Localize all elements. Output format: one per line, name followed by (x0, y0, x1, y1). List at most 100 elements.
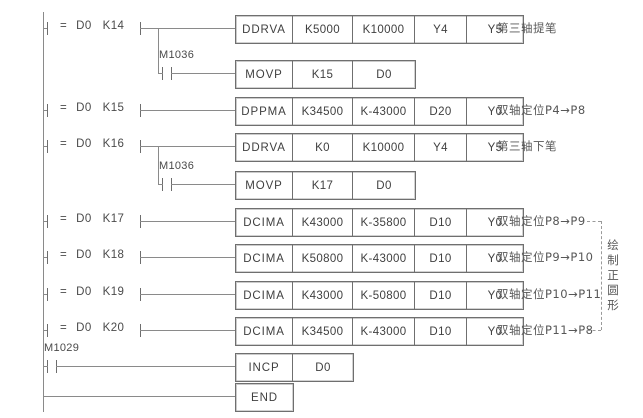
branch-drop-1 (158, 146, 159, 184)
condition-device: D0 (76, 102, 92, 114)
rung-wire-rung-k18 (140, 257, 235, 258)
instruction-operand: K15 (293, 61, 353, 88)
annotation-rung-k20: 双轴定位P11→P8 (497, 323, 594, 337)
instruction-operand: Y0 (487, 216, 503, 229)
condition-constant: K16 (102, 138, 125, 150)
condition-open-tick-rung-k14 (47, 22, 48, 35)
contact-label-rung-k14-branch: M1036 (159, 49, 195, 61)
condition-lead-rung-k18 (43, 257, 47, 258)
condition-lead-rung-k16 (43, 146, 47, 147)
branch-drop-0 (158, 28, 159, 73)
condition-open-tick-rung-k20 (47, 324, 48, 337)
instruction-operand: K-43000 (353, 245, 415, 272)
instruction-operand: K43000 (293, 209, 353, 236)
instruction-opcode: DCIMA (236, 245, 293, 272)
condition-expression-rung-k16: = D0 K16 (60, 138, 124, 150)
instruction-operand: K10000 (353, 134, 415, 161)
instruction-opcode: DDRVA (236, 16, 293, 43)
rung-wire-rung-end (43, 396, 235, 397)
condition-lead-rung-k20 (43, 330, 47, 331)
annotation-rung-k16: 第三轴下笔 (497, 139, 557, 153)
instruction-operand: D0 (376, 179, 392, 192)
condition-constant: K20 (102, 322, 125, 334)
condition-open-tick-rung-k16 (47, 140, 48, 153)
branch-top-tap-1 (158, 146, 159, 147)
condition-lead-rung-k14 (43, 28, 47, 29)
instruction-operand: D0 (376, 68, 392, 81)
instruction-operand: Y5 (487, 23, 503, 36)
instruction-opcode: DCIMA (236, 318, 293, 345)
rung-wire-rung-k17 (140, 221, 235, 222)
instruction-box-rung-end[interactable]: END (235, 383, 294, 412)
instruction-opcode: DDRVA (236, 134, 293, 161)
left-power-rail (43, 12, 44, 412)
condition-operator: = (60, 20, 68, 32)
instruction-operand: K50800 (293, 245, 353, 272)
condition-expression-rung-k20: = D0 K20 (60, 322, 124, 334)
condition-device: D0 (76, 138, 92, 150)
instruction-operand: K10000 (353, 16, 415, 43)
instruction-operand: D10 (415, 209, 467, 236)
condition-device: D0 (76, 286, 92, 298)
condition-lead-rung-k17 (43, 221, 47, 222)
condition-device: D0 (76, 20, 92, 32)
instruction-operand: D10 (415, 282, 467, 309)
condition-operator: = (60, 102, 68, 114)
condition-open-tick-rung-k17 (47, 215, 48, 228)
condition-operator: = (60, 138, 68, 150)
instruction-operand: K0 (293, 134, 353, 161)
group-bracket-top (587, 221, 601, 222)
annotation-rung-k19: 双轴定位P10→P11 (497, 287, 602, 301)
condition-device: D0 (76, 322, 92, 334)
annotation-rung-k14: 第三轴提笔 (497, 21, 557, 35)
condition-lead-rung-k19 (43, 294, 47, 295)
instruction-operand: Y0 (487, 325, 503, 338)
condition-expression-rung-k14: = D0 K14 (60, 20, 124, 32)
contact-lead-in-rung-k14-branch (158, 73, 163, 74)
instruction-operand: K-50800 (353, 282, 415, 309)
condition-open-tick-rung-k15 (47, 104, 48, 117)
condition-operator: = (60, 322, 68, 334)
contact-label-rung-k16-branch: M1036 (159, 160, 195, 172)
instruction-opcode: DCIMA (236, 282, 293, 309)
rung-wire-rung-k16 (140, 146, 235, 147)
instruction-operand: K-35800 (353, 209, 415, 236)
annotation-rung-k17: 双轴定位P8→P9 (497, 214, 586, 228)
instruction-operand: K5000 (293, 16, 353, 43)
instruction-operand: K-43000 (353, 318, 415, 345)
rung-wire-rung-k15 (140, 110, 235, 111)
condition-constant: K19 (102, 286, 125, 298)
instruction-operand: Y0 (487, 252, 503, 265)
condition-constant: K18 (102, 249, 125, 261)
condition-open-tick-rung-k19 (47, 288, 48, 301)
instruction-operand: Y0 (487, 105, 503, 118)
rung-wire-rung-k14 (140, 28, 235, 29)
condition-constant: K14 (102, 20, 125, 32)
instruction-opcode: DCIMA (236, 209, 293, 236)
instruction-operand: Y0 (487, 289, 503, 302)
condition-operator: = (60, 249, 68, 261)
group-bracket-bottom (587, 330, 601, 331)
condition-lead-rung-k15 (43, 110, 47, 111)
branch-top-tap-0 (158, 28, 159, 29)
instruction-operand: Y5 (487, 141, 503, 154)
condition-open-tick-rung-k18 (47, 251, 48, 264)
annotation-rung-k15: 双轴定位P4→P8 (497, 103, 586, 117)
group-bracket-label: 绘 制 正 圆 形 (607, 237, 619, 312)
condition-constant: K17 (102, 213, 125, 225)
instruction-operand: D10 (415, 318, 467, 345)
instruction-operand: D10 (415, 245, 467, 272)
